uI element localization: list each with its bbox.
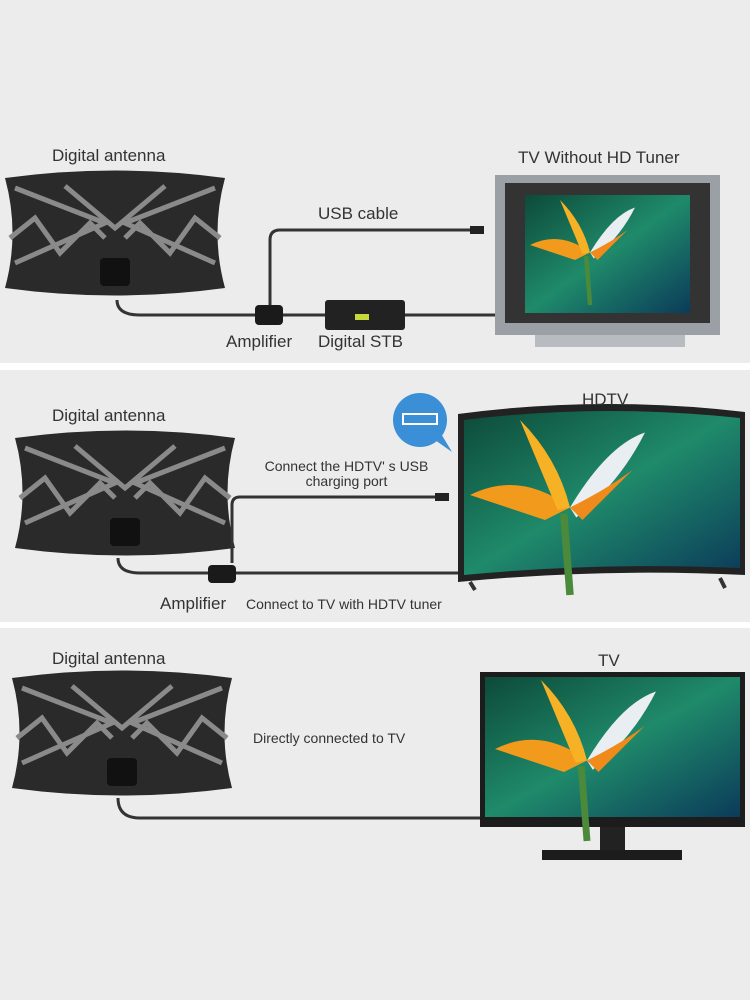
hdtv-label: HDTV (582, 390, 629, 409)
digital-antenna-1 (5, 171, 225, 296)
amplifier-2 (208, 565, 236, 583)
amplifier-1 (255, 305, 283, 325)
tv-without-hd-tuner (495, 175, 720, 347)
usb-plug-2 (435, 493, 449, 501)
direct-connection-note: Directly connected to TV (253, 730, 406, 746)
cables-1 (115, 228, 495, 317)
tv-monitor (480, 672, 745, 860)
amplifier-label-2: Amplifier (160, 594, 227, 613)
antenna-label-3: Digital antenna (52, 649, 166, 668)
tv-without-hd-tuner-label: TV Without HD Tuner (518, 148, 680, 167)
hdtv (458, 403, 745, 595)
amplifier-label-1: Amplifier (226, 332, 293, 351)
cables-2 (116, 495, 460, 575)
tv-label: TV (598, 651, 620, 670)
cable-3 (116, 797, 485, 820)
antenna-label-2: Digital antenna (52, 406, 166, 425)
usb-charging-note: Connect the HDTV' s USB charging port (264, 458, 429, 489)
digital-antenna-3 (12, 671, 232, 796)
digital-stb (325, 300, 405, 330)
hdtv-tuner-note: Connect to TV with HDTV tuner (246, 596, 442, 612)
digital-stb-label: Digital STB (318, 332, 404, 351)
usb-cable-label: USB cable (318, 204, 399, 223)
usb-plug-1 (470, 226, 484, 234)
usb-bubble-icon (393, 393, 452, 452)
digital-antenna-2 (15, 431, 235, 556)
antenna-label-1: Digital antenna (52, 146, 166, 165)
